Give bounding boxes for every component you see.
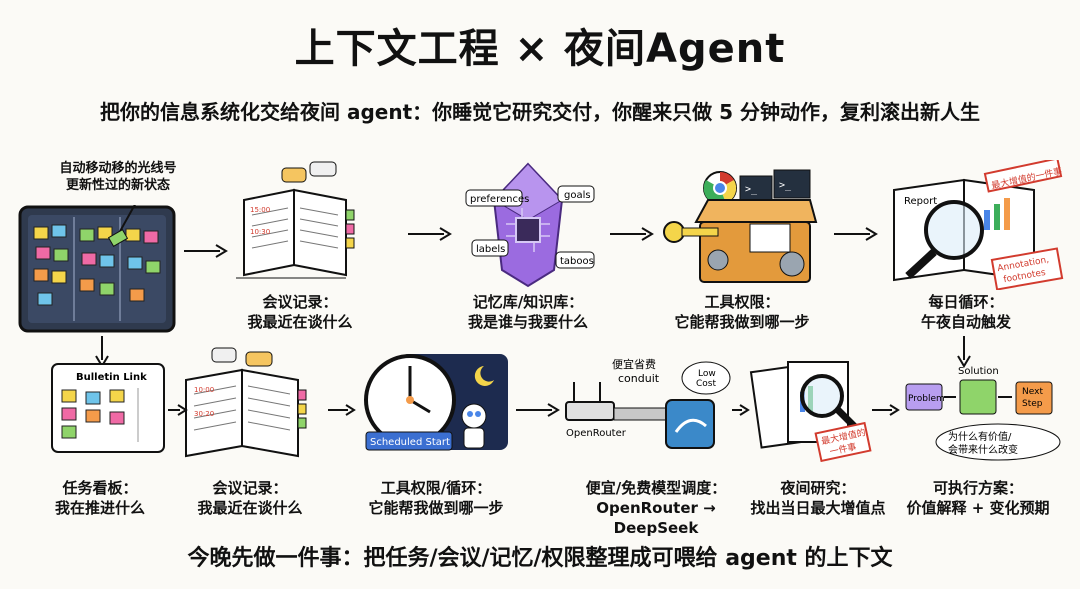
- meeting-notebook-illustration: 15:00 10:30: [236, 161, 355, 279]
- caption-tool-loop: 工具权限/循环：它能帮我做到哪一步: [368, 479, 504, 517]
- arrow-right-4: [834, 227, 878, 241]
- caption-model-routing: 便宜/免费模型调度：OpenRouter → DeepSeek: [585, 479, 727, 537]
- low-cost-line2: Cost: [696, 379, 716, 389]
- tool-chest-illustration: >_ >_: [663, 169, 818, 283]
- bulletin-board-illustration: Bulletin Link: [51, 363, 165, 453]
- caption-night-research: 夜间研究：找出当日最大增值点: [750, 479, 886, 517]
- arrow-right-3: [610, 227, 654, 241]
- taboos-label: taboos: [560, 256, 594, 267]
- openrouter-label: OpenRouter: [566, 428, 627, 439]
- kanban-board-illustration: [18, 205, 176, 333]
- problem-label: Problem: [908, 394, 945, 404]
- model-router-illustration: 便宜省费 conduit Low Cost OpenRouter: [565, 357, 731, 449]
- report-label: Report: [904, 196, 937, 207]
- arrow-right-r2-3: [516, 403, 560, 417]
- caption-action-plan: 可执行方案：价值解释 + 变化预期: [906, 479, 1050, 517]
- caption-daily-loop: 每日循环：午夜自动触发: [920, 293, 1011, 331]
- low-cost-line1: Low: [698, 369, 716, 379]
- svg-text:>_: >_: [779, 180, 792, 191]
- svg-text:10:30: 10:30: [250, 228, 270, 236]
- top-note: 自动移动移的光线号 更新性过的新状态: [38, 160, 198, 194]
- arrow-right-2: [408, 227, 452, 241]
- arrow-right-r2-2: [328, 404, 356, 416]
- page-footer: 今晚先做一件事：把任务/会议/记忆/权限整理成可喂给 agent 的上下文: [187, 546, 893, 571]
- night-research-illustration: 最大增值的 一件事: [749, 361, 872, 462]
- arrow-right-r2-4: [732, 404, 750, 416]
- why-line2: 会带来什么改变: [948, 443, 1018, 456]
- arrow-down-right: [957, 336, 971, 368]
- arrow-right-r2-5: [872, 404, 900, 416]
- next-step-line1: Next: [1022, 387, 1043, 397]
- meeting-notebook-2-illustration: 10:00 30:20: [185, 347, 307, 458]
- top-note-line2: 更新性过的新状态: [65, 178, 170, 193]
- scheduled-clock-illustration: Scheduled Start: [364, 354, 508, 451]
- svg-text:30:20: 30:20: [194, 410, 214, 418]
- goals-label: goals: [564, 190, 591, 201]
- cheap-conduit-line1: 便宜省费: [612, 357, 656, 371]
- action-plan-illustration: Solution Problem Next Step 为什么有价值/ 会带来什么…: [905, 366, 1061, 461]
- caption-memory: 记忆库/知识库：我是谁与我要什么: [467, 293, 588, 331]
- labels-label: labels: [476, 244, 505, 255]
- daily-report-illustration: Report 最大增值的一件事 Annotation, footnotes: [893, 160, 1064, 290]
- arrow-right-r2-1: [168, 404, 188, 416]
- page-title: 上下文工程 × 夜间Agent: [294, 26, 786, 72]
- arrow-right-1: [184, 244, 228, 258]
- preferences-label: preferences: [470, 194, 529, 205]
- memory-crystal-illustration: preferences goals labels taboos: [465, 162, 595, 288]
- bulletin-label: Bulletin Link: [76, 372, 147, 383]
- solution-label: Solution: [958, 366, 999, 377]
- next-step-line2: Step: [1022, 399, 1043, 409]
- caption-task-board: 任务看板：我在推进什么: [54, 479, 145, 517]
- why-line1: 为什么有价值/: [948, 430, 1012, 443]
- caption-meeting-notes-2: 会议记录：我最近在谈什么: [197, 479, 303, 517]
- page-subtitle: 把你的信息系统化交给夜间 agent：你睡觉它研究交付，你醒来只做 5 分钟动作…: [100, 100, 980, 124]
- caption-meeting-notes-1: 会议记录：我最近在谈什么: [247, 293, 353, 331]
- svg-text:>_: >_: [745, 184, 758, 195]
- cheap-conduit-line2: conduit: [618, 372, 660, 385]
- svg-text:10:00: 10:00: [194, 386, 214, 394]
- svg-text:15:00: 15:00: [250, 206, 270, 214]
- scheduled-start-label: Scheduled Start: [370, 437, 450, 448]
- top-note-line1: 自动移动移的光线号: [59, 161, 177, 176]
- caption-tool-permissions: 工具权限：它能帮我做到哪一步: [674, 293, 810, 331]
